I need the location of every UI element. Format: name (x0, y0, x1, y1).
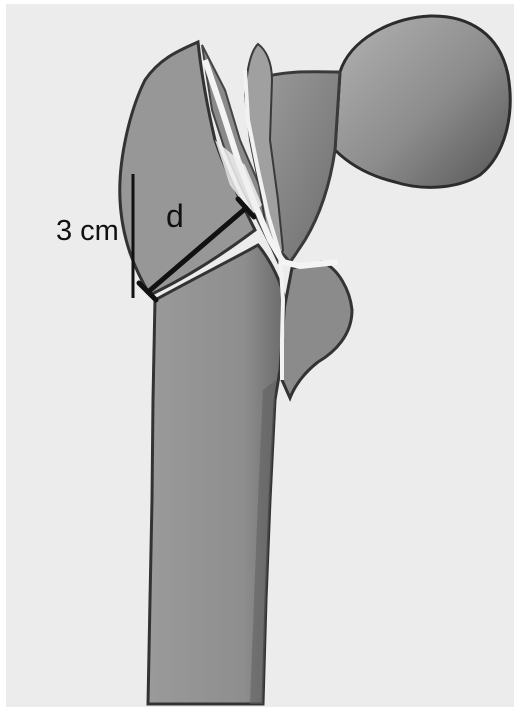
femoral-head (335, 16, 510, 187)
distance-label: d (166, 200, 184, 232)
lesser-trochanter-fragment (282, 262, 352, 398)
scale-label: 3 cm (56, 217, 119, 246)
